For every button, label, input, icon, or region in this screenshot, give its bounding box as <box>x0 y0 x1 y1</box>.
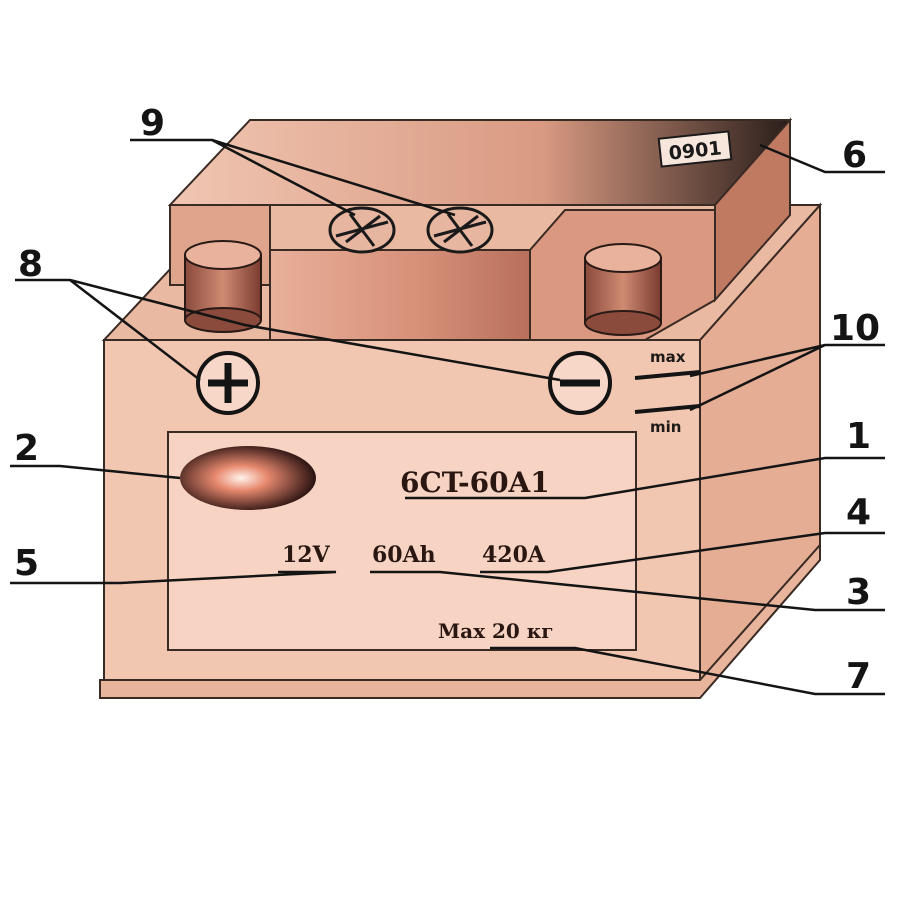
negative-terminal <box>584 243 662 336</box>
vent-cap-left <box>328 206 396 254</box>
capacity-text: 60Ah <box>372 542 436 568</box>
max-level-label: max <box>650 348 686 366</box>
case-base <box>99 542 821 699</box>
model-text: 6CT-60A1 <box>400 466 550 499</box>
callout-3: 3 <box>846 572 871 613</box>
callout-2: 2 <box>14 428 39 469</box>
voltage-text: 12V <box>282 542 331 568</box>
leader-4 <box>480 531 885 574</box>
current-text: 420A <box>482 542 546 568</box>
lid-front <box>269 249 531 341</box>
min-level-arrow <box>634 404 701 414</box>
callout-4: 4 <box>846 492 871 533</box>
max-level-arrow <box>634 370 701 380</box>
callout-10: 10 <box>830 308 880 349</box>
leader-9 <box>130 138 456 217</box>
plus-symbol <box>196 351 260 415</box>
vent-cap-right <box>426 206 494 254</box>
leader-lines <box>10 138 885 696</box>
callout-5: 5 <box>14 543 39 584</box>
callout-7: 7 <box>846 656 871 697</box>
leader-8 <box>15 278 561 382</box>
date-code-plate <box>657 130 733 168</box>
leader-3 <box>370 570 885 612</box>
leader-10 <box>689 343 885 412</box>
leader-5 <box>10 570 337 585</box>
callout-6: 6 <box>842 135 867 176</box>
brand-logo <box>180 446 316 510</box>
weight-text: Max 20 кг <box>438 619 553 643</box>
leader-1 <box>405 456 885 500</box>
date-code: 0901 <box>668 137 723 164</box>
min-level-label: min <box>650 418 681 436</box>
leader-7 <box>490 646 885 696</box>
minus-symbol <box>548 351 612 415</box>
leader-2 <box>10 464 181 480</box>
callout-1: 1 <box>846 416 871 457</box>
leader-6 <box>759 143 885 174</box>
callout-8: 8 <box>18 244 43 285</box>
callout-9: 9 <box>140 103 165 144</box>
